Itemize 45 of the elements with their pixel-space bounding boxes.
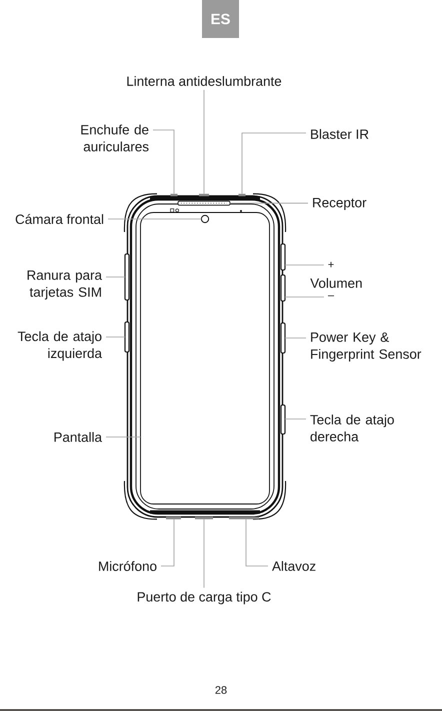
flashlight — [199, 194, 209, 196]
part-label: Enchufe de auriculares — [81, 124, 148, 152]
leader-line — [230, 202, 308, 204]
leader-line — [106, 436, 141, 438]
leader-line — [106, 276, 126, 278]
part-label: Receptor — [313, 198, 366, 210]
usb-port — [195, 516, 213, 520]
leader-line — [284, 264, 324, 266]
part-label: Volumen — [310, 278, 362, 288]
part-label: Cámara frontal — [16, 214, 104, 224]
leader-line — [106, 336, 126, 338]
front-camera — [200, 214, 210, 224]
leader-line — [284, 296, 324, 298]
shortcut-key — [124, 321, 130, 353]
screen — [140, 212, 270, 504]
part-label: Power Key & Fingerprint Sensor — [311, 332, 422, 362]
shortcut-key — [280, 404, 286, 435]
part-label: Tecla de atajo izquierda — [18, 331, 102, 361]
headphone-jack — [170, 194, 178, 196]
page-number: 28 — [215, 686, 227, 694]
power-key — [280, 322, 286, 354]
part-label: Pantalla — [54, 432, 102, 442]
part-label: Tecla de atajo derecha — [310, 414, 394, 442]
part-label: – — [328, 295, 334, 296]
part-label: Blaster IR — [311, 129, 368, 139]
volume-down-key — [280, 274, 286, 302]
part-label: Linterna antideslumbrante — [127, 76, 282, 86]
part-label: + — [328, 262, 334, 268]
part-label: Altavoz — [272, 561, 316, 571]
language-badge: ES — [202, 0, 239, 38]
sim-slot — [124, 253, 130, 301]
leader-line — [108, 218, 202, 220]
part-label: Puerto de carga tipo C — [138, 592, 271, 604]
speaker-grille — [229, 516, 259, 520]
leader-line — [242, 132, 306, 194]
ir-blaster — [238, 194, 246, 196]
leader-line — [160, 518, 174, 566]
part-label: Ranura para tarjetas SIM — [28, 270, 102, 300]
volume-up-key — [280, 243, 286, 271]
leader-line — [152, 130, 174, 194]
microphone-hole — [166, 516, 181, 520]
leader-line — [246, 518, 268, 566]
leader-line — [284, 418, 306, 420]
receiver-grille — [178, 200, 230, 206]
part-label: Micrófono — [99, 560, 156, 571]
